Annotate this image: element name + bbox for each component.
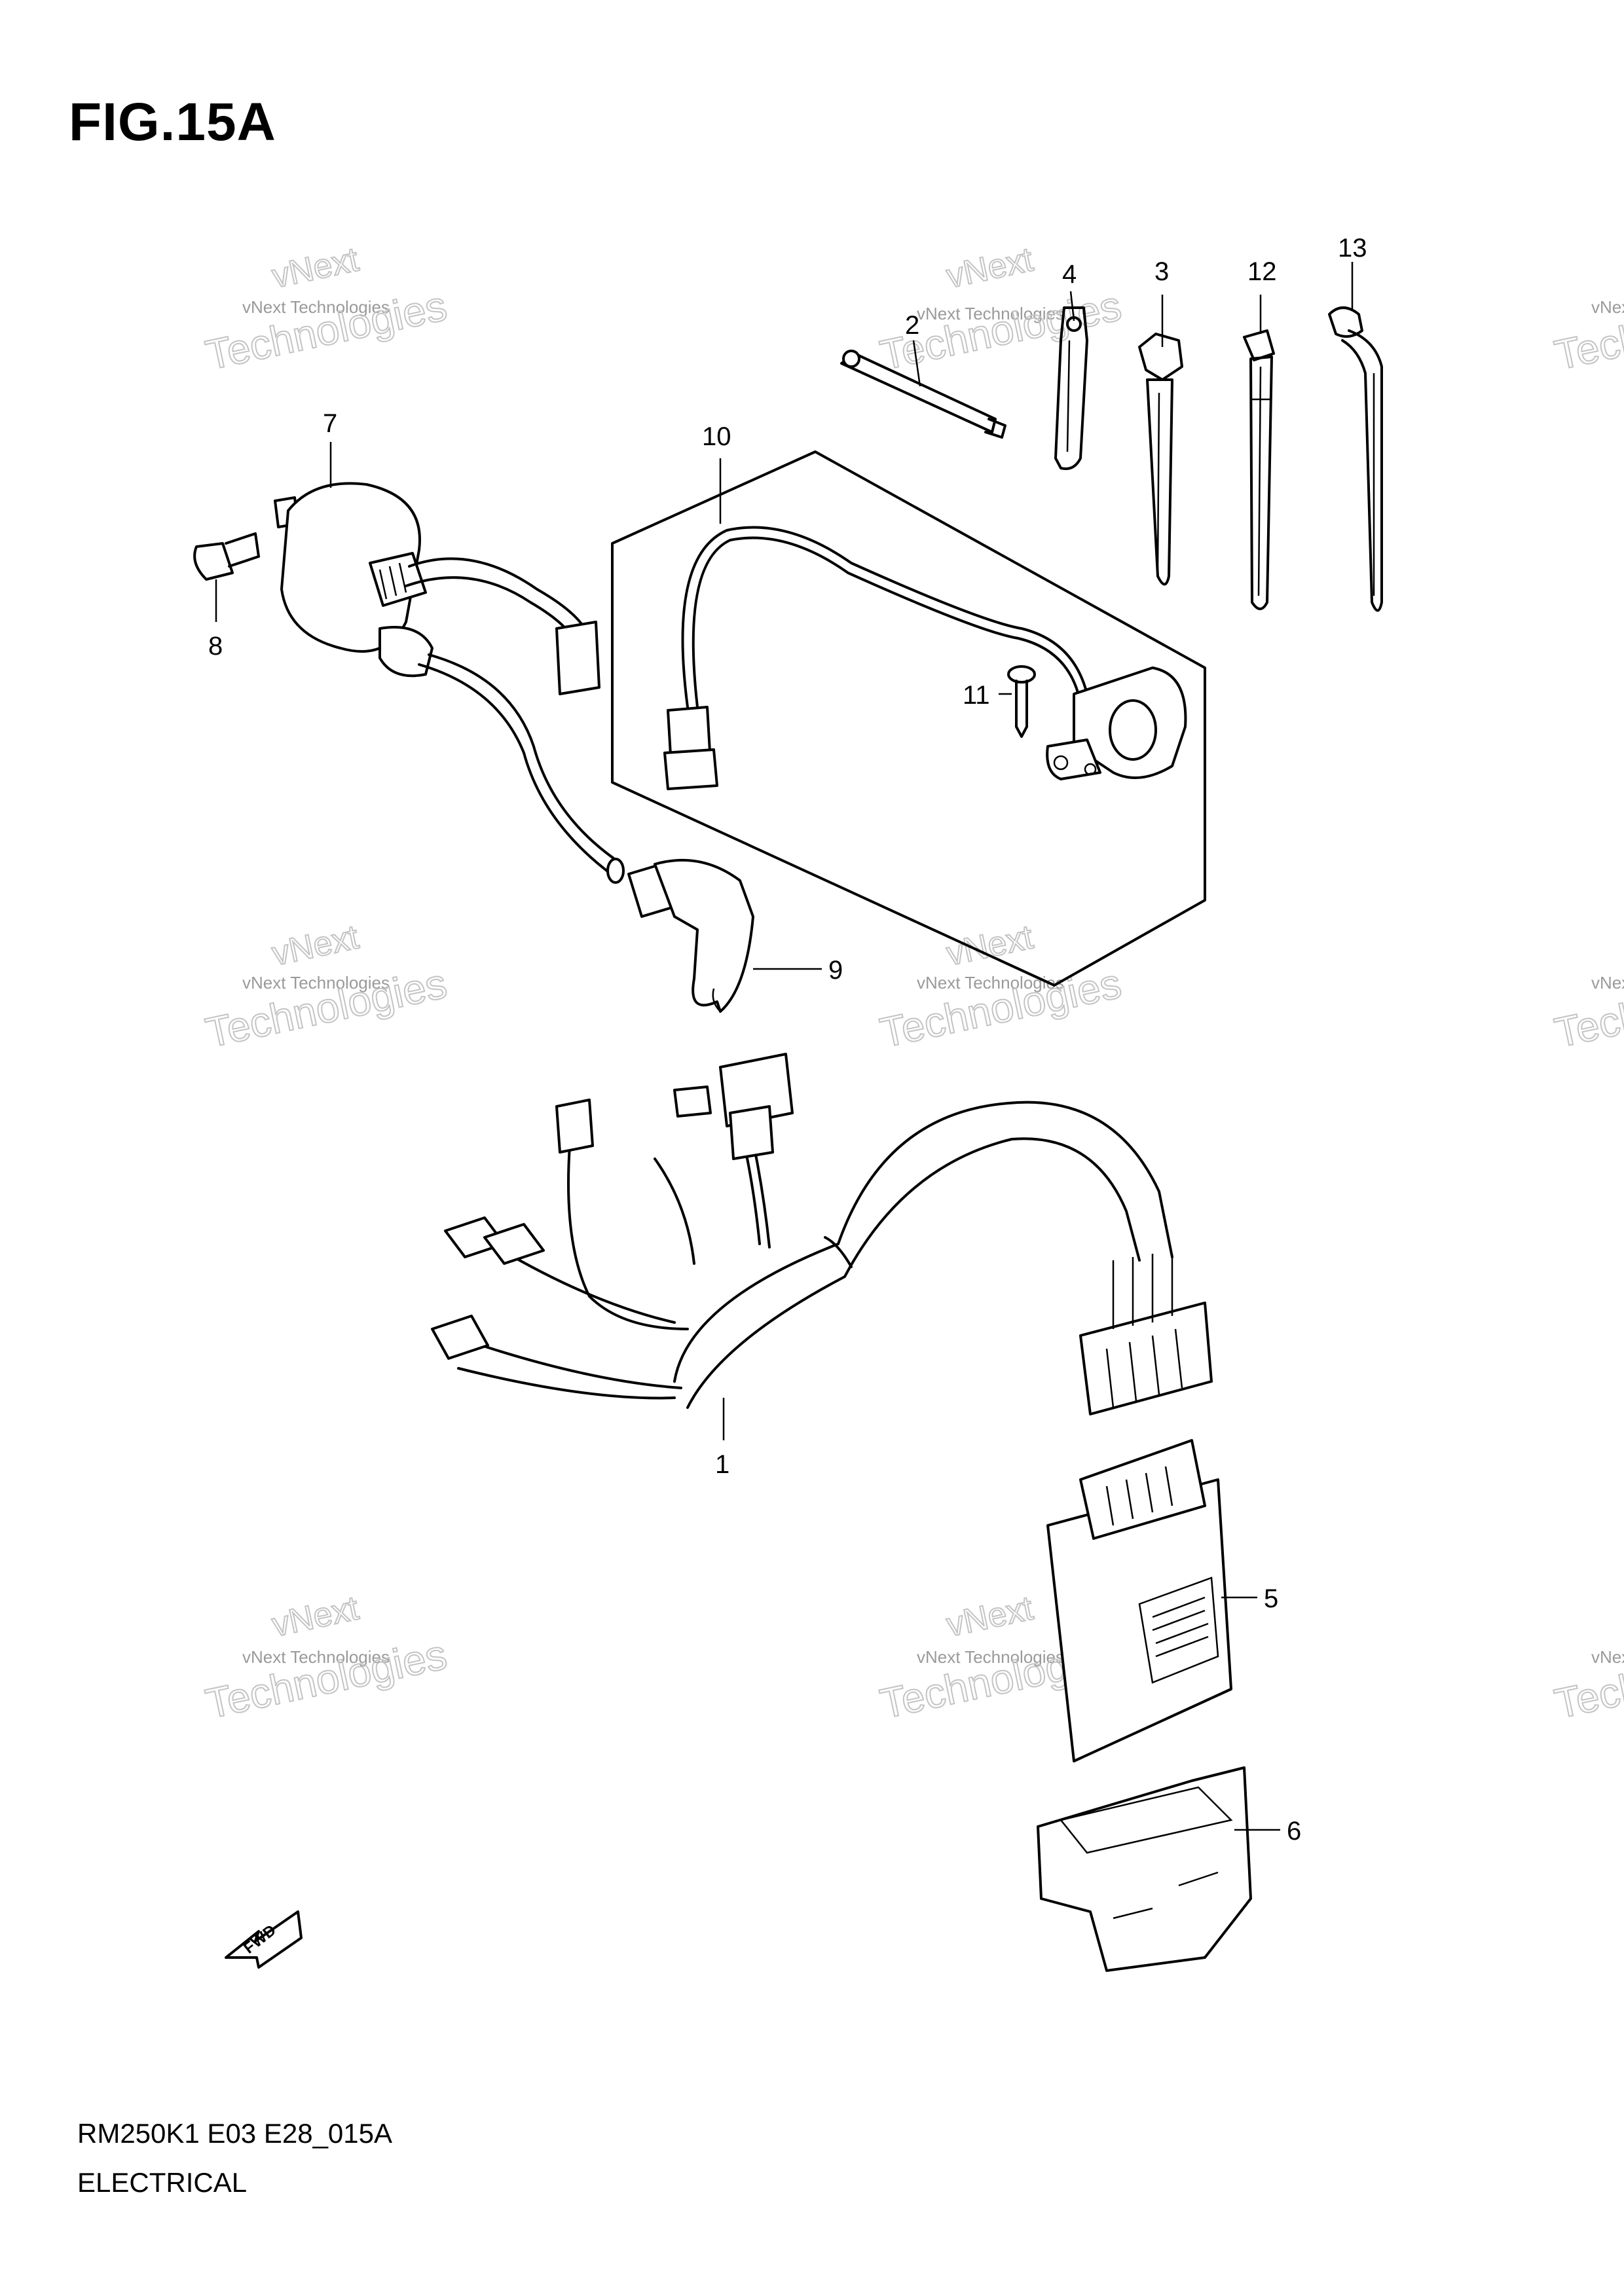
callout-3: 3 (1154, 257, 1169, 286)
watermark-technologies: Technologies (202, 282, 451, 379)
watermark-text: vNext Technologies (242, 1647, 390, 1667)
watermark-text: vNext Technologies (1591, 1647, 1624, 1667)
watermark-text: vNext Technologies (1591, 973, 1624, 993)
callout-9: 9 (828, 956, 843, 985)
leader-lines (215, 262, 1354, 1831)
watermark-4: vNext vNext Technologies Technologies (201, 917, 451, 1057)
part-11-screw (1007, 665, 1036, 738)
part-12-cable-tie (1243, 329, 1275, 610)
watermark-brand: vNext (268, 918, 362, 973)
callout-8: 8 (208, 632, 223, 661)
model-code: RM250K1 E03 E28_015A (77, 2118, 393, 2149)
watermark-group: vNext vNext Technologies Technologies vN… (201, 240, 1624, 1728)
watermark-9: vNext Technologies Technologies (1550, 1630, 1624, 1728)
callout-4: 4 (1062, 260, 1077, 289)
cdi-label-dots (1152, 1596, 1209, 1658)
callout-10: 10 (702, 422, 731, 451)
callout-7: 7 (323, 409, 337, 438)
watermark-1: vNext vNext Technologies Technologies (201, 240, 451, 379)
section-name: ELECTRICAL (77, 2167, 248, 2198)
watermark-5: vNext vNext Technologies Technologies (876, 917, 1126, 1057)
watermark-text: vNext Technologies (917, 1647, 1064, 1667)
callout-12: 12 (1247, 257, 1277, 286)
part-1-wire-harness (431, 1053, 1213, 1415)
callout-5: 5 (1264, 1584, 1278, 1613)
watermark-text: vNext Technologies (1591, 297, 1624, 317)
watermark-technologies: Technologies (1551, 282, 1624, 379)
callout-13: 13 (1338, 234, 1367, 263)
callout-1: 1 (715, 1450, 729, 1479)
callout-2: 2 (905, 311, 919, 340)
fwd-arrow: FWD (225, 1910, 303, 1969)
figure-title: FIG.15A (69, 92, 276, 152)
part-3-cable-tie (1138, 333, 1183, 586)
part-9-plug-cap (418, 653, 754, 1013)
part-13-cable-tie (1328, 306, 1383, 612)
part-10-pickup-coil (663, 526, 1187, 790)
watermark-text: vNext Technologies (242, 297, 390, 317)
watermark-brand: vNext (943, 1589, 1037, 1644)
part-5-cdi-unit (1046, 1439, 1232, 1762)
watermark-3: vNext Technologies Technologies (1550, 282, 1624, 380)
part-10-box (611, 450, 1206, 987)
watermark-brand: vNext (268, 240, 362, 295)
part-4-clamp (1054, 306, 1088, 470)
watermark-6: vNext Technologies Technologies (1550, 959, 1624, 1057)
part-7-ignition-coil (274, 482, 600, 695)
watermark-text: vNext Technologies (917, 304, 1064, 323)
watermark-text: vNext Technologies (242, 973, 390, 993)
part-6-cdi-case (1037, 1766, 1252, 1972)
watermark-text: vNext Technologies (917, 973, 1064, 993)
watermark-2: vNext vNext Technologies Technologies (876, 240, 1126, 379)
watermark-technologies: Technologies (1551, 1631, 1624, 1728)
part-2-rod (840, 350, 1006, 439)
callout-11: 11 (963, 681, 990, 710)
callout-6: 6 (1287, 1817, 1301, 1846)
watermark-brand: vNext (268, 1589, 362, 1644)
watermark-brand: vNext (943, 240, 1037, 295)
callouts: 1 2 3 4 5 6 7 8 9 10 11 12 13 (208, 234, 1367, 1846)
watermark-technologies: Technologies (202, 1631, 451, 1728)
watermark-7: vNext vNext Technologies Technologies (201, 1588, 451, 1728)
watermark-brand: vNext (943, 918, 1037, 973)
part-8-bolt (193, 532, 260, 581)
